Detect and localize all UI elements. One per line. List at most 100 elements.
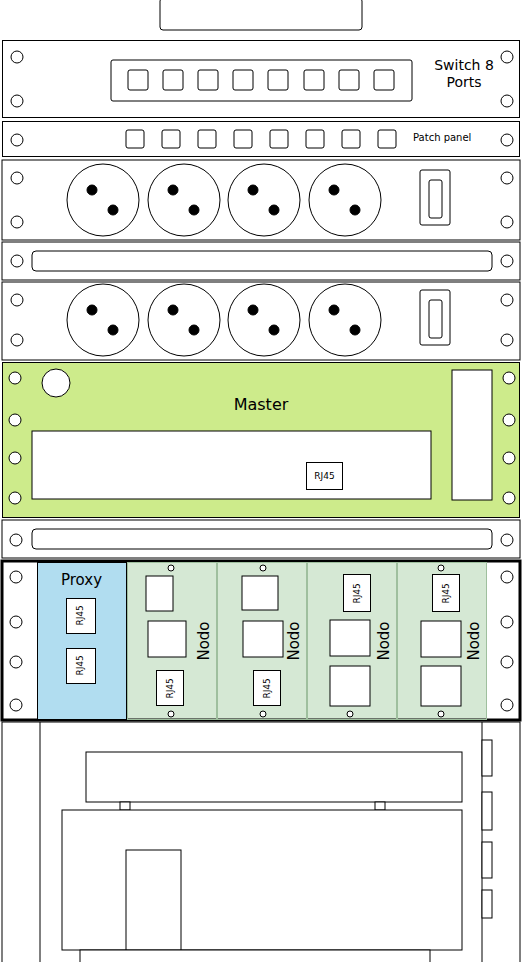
rack-hole [503,452,515,464]
rack-hole [501,571,513,583]
screw [438,711,444,717]
node-label: Nodo [465,621,483,660]
rack-hole [501,51,513,63]
rack-hole [503,414,515,426]
switch-unit: Switch 8 Ports [2,40,520,118]
power-socket [148,284,220,356]
rack-hole [501,699,513,711]
node-label: RJ45 [75,605,86,625]
node-bay [330,620,370,656]
rack-hole [501,334,513,346]
rack-unit [2,282,520,360]
switch-ports [111,60,412,101]
socket-pin [269,325,279,335]
bottom-equipment [2,722,520,962]
equipment-top [86,752,462,802]
node-label: Nodo [195,621,213,660]
node-label: Master [199,395,323,414]
screw [438,565,444,571]
power-button [42,369,70,397]
rack-hole [9,414,21,426]
rack-hole [10,699,22,711]
rack-hole [10,534,22,546]
socket-pin [248,305,258,315]
patch-port [162,130,180,148]
node-face [307,562,397,720]
master-face [2,362,520,518]
rack-hole [11,172,23,184]
power-switch [420,290,450,345]
rack-hole [11,294,23,306]
switch-port [233,70,253,90]
rack-hole [503,372,515,384]
switch-port [304,70,324,90]
node-label: RJ45 [352,583,363,603]
drive-bay [32,431,431,499]
socket-pin [108,325,118,335]
enclosure-outline [2,561,520,720]
blank-slot [32,529,492,549]
socket-pin [108,205,118,215]
socket-pin [87,305,97,315]
switch-port [339,70,359,90]
node-bay [421,666,461,706]
patch-port [198,130,216,148]
equipment-foot [120,802,130,810]
socket-pin [168,185,178,195]
rack-hole [9,492,21,504]
rj45-port: RJ45 [253,670,281,706]
rj45-port: RJ45 [432,574,460,612]
rack-hole [10,656,22,668]
node-label: Nodo [285,621,303,660]
rj45-port: RJ45 [156,670,184,706]
blank-slot [32,251,492,271]
rack-unit [2,160,520,240]
rack-hole [501,134,513,146]
node-face [397,562,487,720]
screw [168,711,174,717]
node-label: RJ45 [262,678,273,698]
rack-hole [11,134,23,146]
screw [168,565,174,571]
switch-port [374,70,394,90]
rack-unit [2,722,520,962]
power-socket [67,164,139,236]
power-socket [67,284,139,356]
switch-port [163,70,183,90]
equipment-body [62,810,462,950]
equipment-foot [375,802,385,810]
node-bay [242,576,278,610]
rack-hole [503,492,515,504]
rj45-port: RJ45 [343,574,371,612]
rack-hole [11,216,23,228]
node-enclosure [2,561,520,720]
node-label: RJ45 [441,583,452,603]
patch-port [306,130,324,148]
power-switch-rocker [429,300,442,338]
patch-port [234,130,252,148]
power-strip [2,160,520,240]
rack-hole [11,255,23,267]
rack-hole [11,51,23,63]
node-bay [421,621,461,657]
patch-port [270,130,288,148]
rack-hole [501,255,513,267]
rack-holes [11,51,513,146]
patch-ports [126,130,396,148]
master-server [2,362,520,518]
node-bay [146,576,173,611]
rack-hole [501,294,513,306]
node-face [217,562,307,720]
rack-hole [501,95,513,107]
side-bay [452,370,492,500]
switch-port [128,70,148,90]
node-label: RJ45 [75,655,86,675]
rack-hole [10,616,22,628]
equipment-door [126,850,181,950]
nodo-module: NodoRJ45 [217,562,307,720]
node-face [127,562,217,720]
switch-panel [111,60,412,101]
nodo-module: NodoRJ45 [307,562,397,720]
socket-pin [87,185,97,195]
switch-port [198,70,218,90]
